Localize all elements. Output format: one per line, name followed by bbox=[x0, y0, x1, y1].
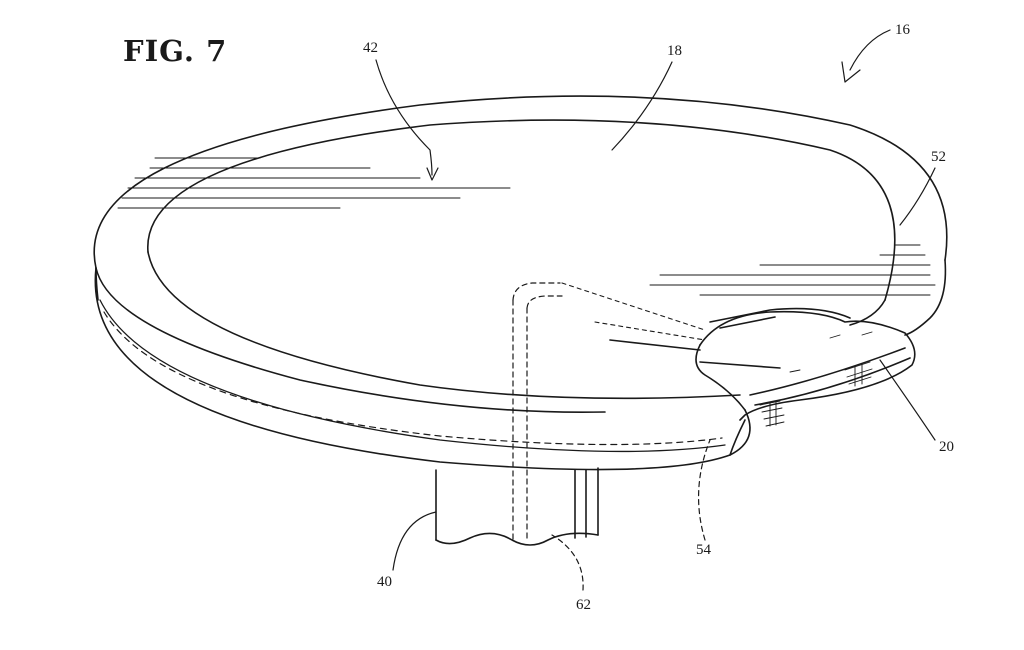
ref-20: 20 bbox=[939, 439, 954, 455]
figure-title: FIG. 7 bbox=[123, 34, 228, 68]
surface-shading bbox=[117, 157, 936, 296]
leader-lines bbox=[375, 29, 936, 591]
cutaway bbox=[561, 259, 947, 456]
outer-rim-top bbox=[93, 95, 948, 269]
ref-18: 18 bbox=[667, 43, 682, 59]
inner-conduit bbox=[512, 282, 563, 541]
inner-surface-front bbox=[147, 251, 741, 400]
ref-16: 16 bbox=[895, 22, 910, 38]
disc-lower-rim-line bbox=[99, 299, 726, 453]
edge-texture bbox=[759, 331, 873, 427]
ref-52: 52 bbox=[931, 149, 946, 165]
stem bbox=[435, 467, 599, 546]
dashed-channel bbox=[103, 311, 723, 446]
ref-42: 42 bbox=[363, 40, 378, 56]
ref-62: 62 bbox=[576, 597, 591, 613]
outer-rim-front bbox=[95, 267, 606, 414]
ref-40: 40 bbox=[377, 574, 392, 590]
disc-bottom-edge bbox=[94, 267, 731, 471]
inner-surface-boundary bbox=[147, 119, 896, 301]
ref-54: 54 bbox=[696, 542, 711, 558]
